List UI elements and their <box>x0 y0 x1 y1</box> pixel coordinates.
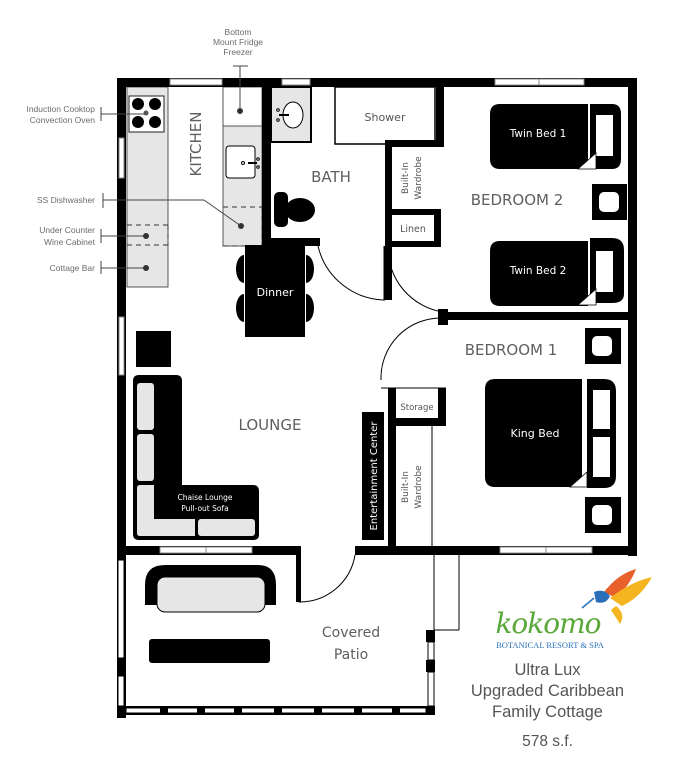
fridge-space <box>222 86 263 127</box>
bath-sink-icon <box>276 101 304 129</box>
end-table <box>136 331 171 367</box>
windows <box>118 78 593 554</box>
dining-table: Dinner <box>236 245 314 337</box>
caption-area: 578 s.f. <box>522 733 573 750</box>
king-bed: King Bed <box>485 379 616 488</box>
sofa-label-line2: Pull-out Sofa <box>181 504 228 513</box>
nightstand <box>585 328 621 364</box>
twin-bed-1: Twin Bed 1 <box>490 104 621 170</box>
logo-wordmark: kokomo <box>495 607 600 640</box>
twin-bed-2: Twin Bed 2 <box>490 238 624 306</box>
linen-label: Linen <box>400 224 426 235</box>
bar-annotation: Cottage Bar <box>50 263 96 273</box>
hummingbird-icon <box>581 569 652 624</box>
fridge-annotation-line2: Mount Fridge <box>213 37 263 47</box>
lounge-label: LOUNGE <box>239 416 302 434</box>
bedroom-1-label: BEDROOM 1 <box>465 341 558 359</box>
twin-bed-2-label: Twin Bed 2 <box>509 265 567 277</box>
kitchen-sink-icon <box>225 145 260 179</box>
patio-label-line1: Covered <box>322 625 380 641</box>
kitchen-label: KITCHEN <box>187 112 205 177</box>
twin-bed-1-label: Twin Bed 1 <box>509 128 567 140</box>
entertainment-label: Entertainment Center <box>369 421 380 531</box>
cooktop-icon <box>128 95 165 133</box>
kokomo-logo: kokomo BOTANICAL RESORT & SPA <box>495 569 652 650</box>
bedroom-2-label: BEDROOM 2 <box>471 191 564 209</box>
caption-line-2: Upgraded Caribbean <box>470 682 625 700</box>
wardrobe-bottom-line1: Built-In <box>401 471 411 503</box>
wardrobe-top-line2: Wardrobe <box>414 156 424 200</box>
dishwasher-annotation: SS Dishwasher <box>37 195 95 205</box>
toilet-icon <box>274 192 315 227</box>
nightstand <box>592 184 627 220</box>
wardrobe-top-line1: Built-In <box>401 162 411 194</box>
wardrobe-bottom-line2: Wardrobe <box>414 465 424 509</box>
logo-subtitle: BOTANICAL RESORT & SPA <box>496 640 605 650</box>
wine-cabinet-outline <box>127 224 169 246</box>
cooktop-annotation-line1: Induction Cooktop <box>26 104 95 114</box>
sectional-sofa: Chaise Lounge Pull-out Sofa <box>133 375 259 540</box>
fridge-annotation-line3: Freezer <box>223 47 252 57</box>
dinner-label: Dinner <box>257 286 294 299</box>
shower-label: Shower <box>365 111 406 124</box>
wine-annotation-line2: Wine Cabinet <box>44 237 96 247</box>
fridge-annotation-line1: Bottom <box>225 27 252 37</box>
wardrobe-lines <box>222 87 460 631</box>
patio-lounger <box>145 565 276 613</box>
nightstand <box>585 497 621 533</box>
caption-line-3: Family Cottage <box>492 703 603 721</box>
caption-line-1: Ultra Lux <box>514 661 581 679</box>
wine-annotation-line1: Under Counter <box>39 225 95 235</box>
sofa-label-line1: Chaise Lounge <box>177 493 232 502</box>
door-swings <box>298 245 446 603</box>
annotation-dots <box>143 108 244 271</box>
patio-label-line2: Patio <box>334 647 368 663</box>
patio-screen <box>117 559 435 715</box>
entertainment-center: Entertainment Center <box>362 412 384 540</box>
cooktop-annotation-line2: Convection Oven <box>30 115 95 125</box>
bath-label: BATH <box>311 168 351 186</box>
storage-label: Storage <box>400 403 433 413</box>
caption: Ultra Lux Upgraded Caribbean Family Cott… <box>455 660 640 752</box>
king-bed-label: King Bed <box>510 427 559 440</box>
patio-door <box>296 546 301 602</box>
annotation-leaders <box>100 65 248 274</box>
patio-table <box>149 639 270 663</box>
